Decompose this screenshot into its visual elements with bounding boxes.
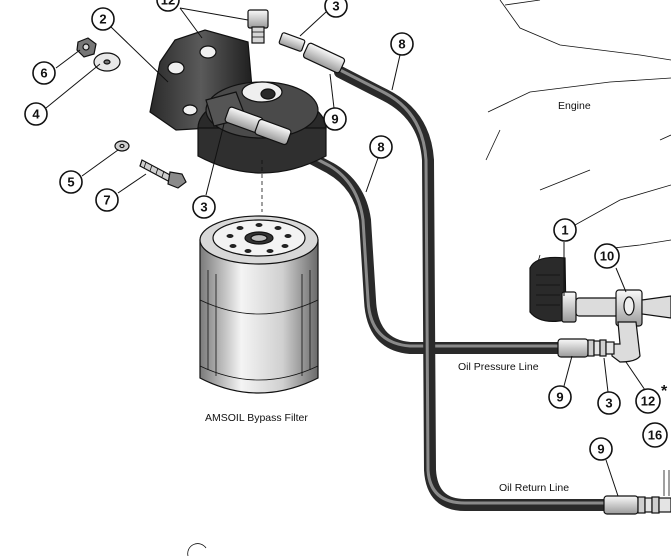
callout-7: 7 bbox=[95, 188, 119, 212]
pressure-line-end-fittings bbox=[557, 338, 615, 358]
svg-text:9: 9 bbox=[556, 390, 563, 405]
svg-text:2: 2 bbox=[99, 12, 106, 27]
callout-3-mid: 3 bbox=[192, 195, 216, 219]
callout-10: 10 bbox=[594, 243, 620, 269]
adapter-fitting-top bbox=[278, 32, 306, 52]
svg-text:3: 3 bbox=[605, 396, 612, 411]
svg-text:9: 9 bbox=[597, 442, 604, 457]
filter-label: AMSOIL Bypass Filter bbox=[205, 412, 308, 424]
callout-6: 6 bbox=[32, 61, 56, 85]
svg-text:1: 1 bbox=[561, 223, 568, 238]
svg-text:7: 7 bbox=[103, 193, 110, 208]
svg-text:10: 10 bbox=[600, 249, 614, 264]
oil-return-hose bbox=[334, 66, 614, 511]
svg-text:12: 12 bbox=[641, 394, 655, 409]
svg-text:4: 4 bbox=[32, 107, 40, 122]
callout-8-top: 8 bbox=[390, 32, 414, 56]
bolt-part bbox=[139, 159, 187, 189]
head-outlet-fitting bbox=[224, 106, 292, 146]
callout-5: 5 bbox=[59, 170, 83, 194]
engine-block-boss bbox=[529, 256, 567, 322]
oil-return-line-label: Oil Return Line bbox=[499, 482, 569, 494]
washer-part bbox=[93, 52, 121, 72]
filter-holes bbox=[226, 223, 292, 253]
svg-text:6: 6 bbox=[40, 66, 47, 81]
filter-mount-bracket bbox=[149, 29, 327, 174]
callout-9-right: 9 bbox=[548, 385, 572, 409]
svg-text:8: 8 bbox=[398, 37, 405, 52]
engine-outline: Engine bbox=[485, 0, 671, 291]
callout-8-mid: 8 bbox=[369, 135, 393, 159]
callout-12-top: 12 bbox=[156, 0, 180, 12]
callout-9-top: 9 bbox=[323, 107, 347, 131]
svg-text:3: 3 bbox=[200, 200, 207, 215]
callout-16: 16 bbox=[642, 422, 668, 448]
asterisk-mark: * bbox=[661, 383, 668, 400]
svg-text:8: 8 bbox=[377, 140, 384, 155]
tee-fitting bbox=[615, 289, 671, 327]
callout-1: 1 bbox=[553, 218, 577, 242]
hose-end-fitting-top bbox=[302, 42, 346, 74]
svg-text:3: 3 bbox=[332, 0, 339, 14]
elbow-fitting-right bbox=[611, 321, 641, 363]
svg-text:12: 12 bbox=[161, 0, 175, 8]
callout-9-bottom: 9 bbox=[589, 437, 613, 461]
oil-pressure-line-label: Oil Pressure Line bbox=[458, 361, 539, 373]
svg-text:9: 9 bbox=[331, 112, 338, 127]
return-line-end-fittings bbox=[603, 470, 671, 515]
sending-unit-adapter bbox=[561, 291, 623, 323]
lock-washer-part bbox=[114, 140, 130, 152]
leader-lines bbox=[45, 7, 646, 497]
callout-12-right: 12 bbox=[635, 388, 661, 414]
elbow-fitting-top bbox=[247, 9, 269, 44]
callout-3-right: 3 bbox=[597, 391, 621, 415]
callout-4: 4 bbox=[24, 102, 48, 126]
bypass-filter-canister bbox=[199, 215, 319, 394]
callout-3-top: 3 bbox=[324, 0, 348, 18]
svg-text:16: 16 bbox=[648, 428, 662, 443]
oil-pressure-hose bbox=[286, 142, 566, 354]
engine-label: Engine bbox=[558, 100, 591, 112]
svg-text:5: 5 bbox=[67, 175, 74, 190]
callout-2: 2 bbox=[91, 7, 115, 31]
nut-part bbox=[76, 37, 97, 58]
partial-callout-bottom bbox=[187, 543, 207, 556]
